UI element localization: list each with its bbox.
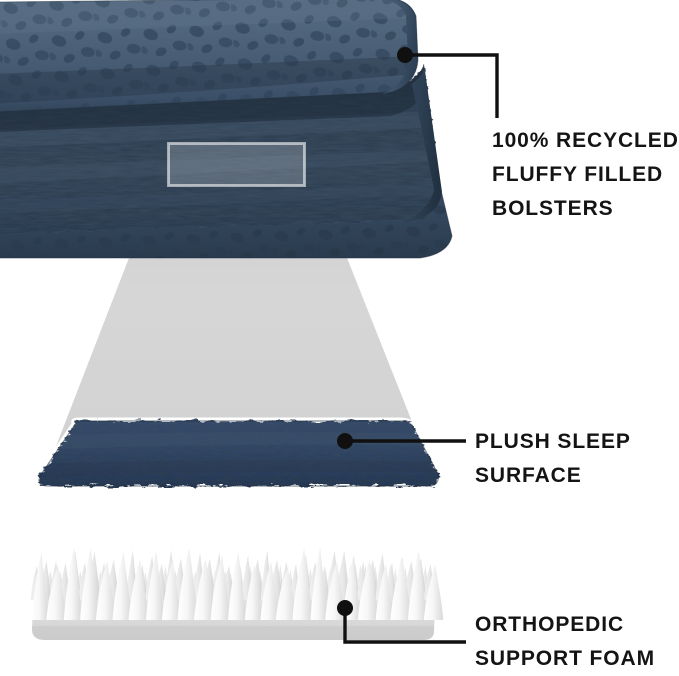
- callout-label-bolsters-line-1: 100% RECYCLED: [492, 129, 679, 152]
- bed-bolster-roll: [0, 0, 419, 113]
- plush-sleep-surface-slab: [35, 417, 442, 490]
- callout-label-plush-line-1: PLUSH SLEEP: [475, 430, 631, 453]
- callout-label-foam-line-2: SUPPORT FOAM: [475, 647, 655, 670]
- callout-label-orthopedic-support-foam: ORTHOPEDIC SUPPORT FOAM: [475, 608, 655, 676]
- callout-dot-plush: [337, 433, 353, 449]
- callout-dot-bolsters: [397, 47, 413, 63]
- callout-label-foam-line-1: ORTHOPEDIC: [475, 613, 625, 636]
- orthopedic-support-foam-slab: [30, 547, 444, 640]
- callout-label-bolsters: 100% RECYCLED FLUFFY FILLED BOLSTERS: [492, 124, 679, 226]
- callout-label-plush-sleep-surface: PLUSH SLEEP SURFACE: [475, 425, 631, 493]
- callout-leader-bolsters: [397, 47, 499, 118]
- bolster-pet-bed: [0, 0, 453, 259]
- callout-label-plush-line-2: SURFACE: [475, 464, 582, 487]
- callout-leader-plush: [337, 433, 466, 449]
- callout-line-foam: [343, 608, 466, 644]
- callout-label-bolsters-line-3: BOLSTERS: [492, 197, 614, 220]
- callout-label-bolsters-line-2: FLUFFY FILLED: [492, 163, 664, 186]
- bed-right-edge: [400, 64, 442, 222]
- callout-dot-foam: [337, 600, 353, 616]
- callout-line-bolsters: [405, 53, 499, 118]
- callout-leader-foam: [337, 600, 466, 644]
- zoom-source-highlight-rect: [167, 142, 306, 187]
